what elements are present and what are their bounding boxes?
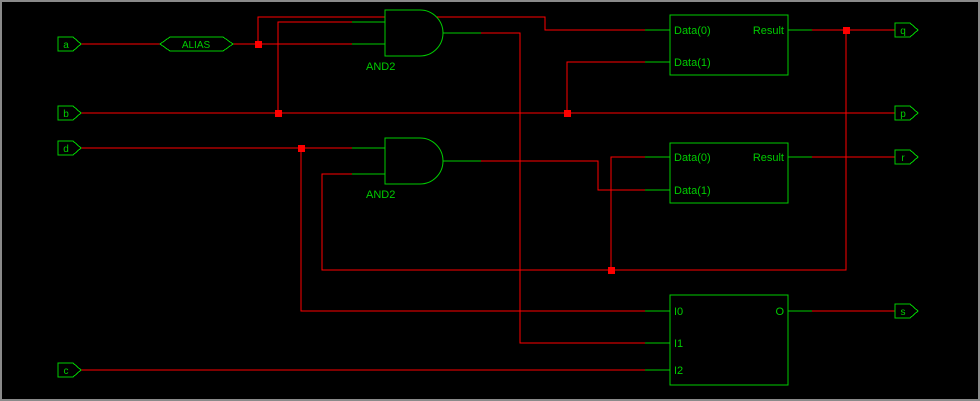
junction-dot xyxy=(298,145,305,152)
junction-dot xyxy=(564,110,571,117)
block-middle[interactable]: Data(0) Data(1) Result xyxy=(645,142,812,204)
block3-i0-label: I0 xyxy=(674,306,683,318)
wire-q-to-block2-data0[interactable] xyxy=(610,156,645,270)
and1-body xyxy=(384,9,444,57)
wire-b-to-and1-input1[interactable] xyxy=(277,21,352,113)
output-port-q-label: q xyxy=(900,26,906,37)
block3-o-label: O xyxy=(775,306,784,318)
output-port-r-symbol xyxy=(894,149,919,165)
block1-result-label: Result xyxy=(753,25,784,37)
input-port-d[interactable]: d xyxy=(57,140,82,156)
output-port-q[interactable]: q xyxy=(894,22,919,38)
and2-body xyxy=(384,137,444,185)
wires xyxy=(81,16,895,371)
block2-data0-label: Data(0) xyxy=(674,152,711,164)
input-port-c[interactable]: c xyxy=(57,362,82,378)
input-port-a[interactable]: a xyxy=(57,36,82,52)
wire-and2-to-block2-data1[interactable] xyxy=(481,160,645,191)
output-port-p-label: p xyxy=(900,109,906,120)
block-bottom[interactable]: I0 I1 I2 O xyxy=(645,294,812,386)
input-port-a-symbol xyxy=(57,36,82,52)
block3-body xyxy=(669,294,789,386)
block2-body xyxy=(669,142,789,204)
input-port-c-label: c xyxy=(64,366,69,377)
input-port-b-symbol xyxy=(57,105,82,121)
input-port-b[interactable]: b xyxy=(57,105,82,121)
alias-symbol xyxy=(159,36,234,52)
block2-result-label: Result xyxy=(753,152,784,164)
block3-i2-label: I2 xyxy=(674,365,683,377)
output-port-s-label: s xyxy=(901,307,906,318)
input-port-a-label: a xyxy=(63,40,69,51)
junction-dot xyxy=(608,267,615,274)
wire-a-to-block1-data0[interactable] xyxy=(257,16,645,44)
and2-label: AND2 xyxy=(366,189,395,201)
wire-b-to-block1-data1[interactable] xyxy=(566,61,645,113)
input-port-d-label: d xyxy=(63,144,69,155)
block1-data0-label: Data(0) xyxy=(674,25,711,37)
block3-i1-label: I1 xyxy=(674,338,683,350)
output-port-s[interactable]: s xyxy=(894,303,919,319)
block1-body xyxy=(669,14,789,76)
input-port-c-symbol xyxy=(57,362,82,378)
and-gate-top[interactable]: AND2 xyxy=(352,9,481,73)
and1-label: AND2 xyxy=(366,61,395,73)
output-port-s-symbol xyxy=(894,303,919,319)
output-port-q-symbol xyxy=(894,22,919,38)
block-top[interactable]: Data(0) Data(1) Result xyxy=(645,14,812,76)
junction-dot xyxy=(275,110,282,117)
input-port-d-symbol xyxy=(57,140,82,156)
input-port-b-label: b xyxy=(63,109,69,120)
alias-label: ALIAS xyxy=(182,40,211,51)
output-port-r-label: r xyxy=(901,153,905,164)
output-port-r[interactable]: r xyxy=(894,149,919,165)
wire-q-to-and2-input2[interactable] xyxy=(321,30,847,271)
and-gate-bottom[interactable]: AND2 xyxy=(352,137,481,201)
block1-data1-label: Data(1) xyxy=(674,57,711,69)
block2-data1-label: Data(1) xyxy=(674,185,711,197)
output-port-p-symbol xyxy=(894,105,919,121)
alias-marker[interactable]: ALIAS xyxy=(159,36,234,52)
wire-d-to-block3-i0[interactable] xyxy=(300,148,645,312)
junction-dot xyxy=(255,41,262,48)
junctions xyxy=(255,27,850,274)
wire-and1-to-block3-i1[interactable] xyxy=(481,32,645,344)
output-port-p[interactable]: p xyxy=(894,105,919,121)
junction-dot xyxy=(843,27,850,34)
